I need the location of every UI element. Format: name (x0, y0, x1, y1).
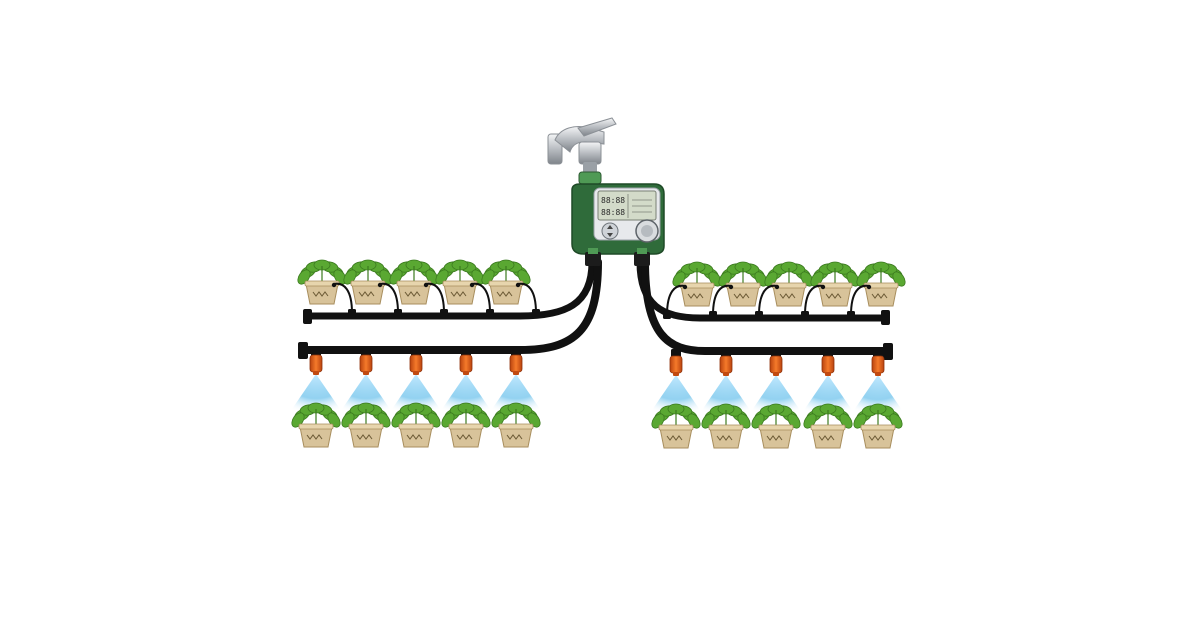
mist-nozzle-left-5 (490, 348, 542, 415)
timer-outlet-left (585, 252, 601, 266)
drip-plant-right-2 (718, 261, 768, 307)
hose-right-drip-feed (636, 258, 888, 322)
drip-plant-left-5 (481, 259, 531, 305)
mist-plant-left-4 (441, 402, 491, 448)
hose-left-drip-feed (306, 258, 596, 320)
drip-emitter-right-5 (847, 284, 872, 319)
mist-nozzle-right-3 (750, 349, 802, 416)
drip-emitter-lines (331, 282, 872, 319)
mist-nozzle-left-3 (390, 348, 442, 415)
drip-emitter-right-2 (709, 284, 734, 319)
mist-nozzle-left-4 (440, 348, 492, 415)
mist-spray (750, 375, 802, 416)
mist-nozzle-right-5 (852, 349, 904, 416)
drip-plant-left-4 (435, 259, 485, 305)
hose-left-mist-feed (301, 258, 602, 354)
mist-spray (700, 375, 752, 416)
drip-emitter-right-4 (801, 284, 826, 319)
mist-plant-left-5 (491, 402, 541, 448)
mist-nozzle-left-1 (290, 348, 342, 415)
water-timer-icon: 88:88 88:88 (571, 171, 665, 266)
mist-plant-right-3 (751, 403, 801, 449)
mist-plant-right-2 (701, 403, 751, 449)
mist-plant-right-1 (651, 403, 701, 449)
drip-plant-right-4 (810, 261, 860, 307)
drip-plant-right-5 (856, 261, 906, 307)
end-cap-right-mist (883, 343, 893, 360)
timer-coupler (578, 171, 602, 185)
mist-spray (852, 375, 904, 416)
end-cap-right-drip (881, 310, 890, 325)
drip-plant-right-3 (764, 261, 814, 307)
drip-plant-right-1 (672, 261, 722, 307)
faucet-icon (547, 117, 617, 174)
lcd-row-1: 88:88 (601, 196, 625, 205)
mist-plant-right-4 (803, 403, 853, 449)
timer-outlet-right (634, 252, 650, 266)
drip-emitter-left-5 (515, 282, 540, 317)
mist-nozzle-left-2 (340, 348, 392, 415)
mist-plant-group (291, 402, 903, 449)
lcd-row-2: 88:88 (601, 208, 625, 217)
drip-emitter-right-3 (755, 284, 780, 319)
drip-plant-left-1 (297, 259, 347, 305)
mist-spray (802, 375, 854, 416)
mist-spray (340, 374, 392, 415)
hose-network (301, 258, 890, 355)
end-cap-left-drip (303, 309, 312, 324)
mist-nozzle-right-2 (700, 349, 752, 416)
mist-plant-left-1 (291, 402, 341, 448)
mist-spray (490, 374, 542, 415)
drip-plant-group (297, 259, 906, 307)
timer-dpad (601, 222, 619, 240)
drip-emitter-left-3 (423, 282, 448, 317)
hose-right-mist-feed (641, 258, 890, 355)
drip-emitter-right-1 (663, 284, 688, 319)
drip-emitter-left-2 (377, 282, 402, 317)
mist-spray (650, 375, 702, 416)
drip-emitter-left-1 (331, 282, 356, 317)
mist-plant-left-2 (341, 402, 391, 448)
mist-nozzle-right-1 (650, 349, 702, 416)
drip-plant-left-2 (343, 259, 393, 305)
mist-nozzle-right-4 (802, 349, 854, 416)
drip-emitter-left-4 (469, 282, 494, 317)
mist-spray (290, 374, 342, 415)
mist-plant-right-5 (853, 403, 903, 449)
mist-spray (440, 374, 492, 415)
end-caps (298, 309, 893, 360)
mist-plant-left-3 (391, 402, 441, 448)
timer-lcd (597, 190, 657, 221)
mist-nozzle-group (290, 348, 904, 416)
end-cap-left-mist (298, 342, 308, 359)
mist-spray (390, 374, 442, 415)
